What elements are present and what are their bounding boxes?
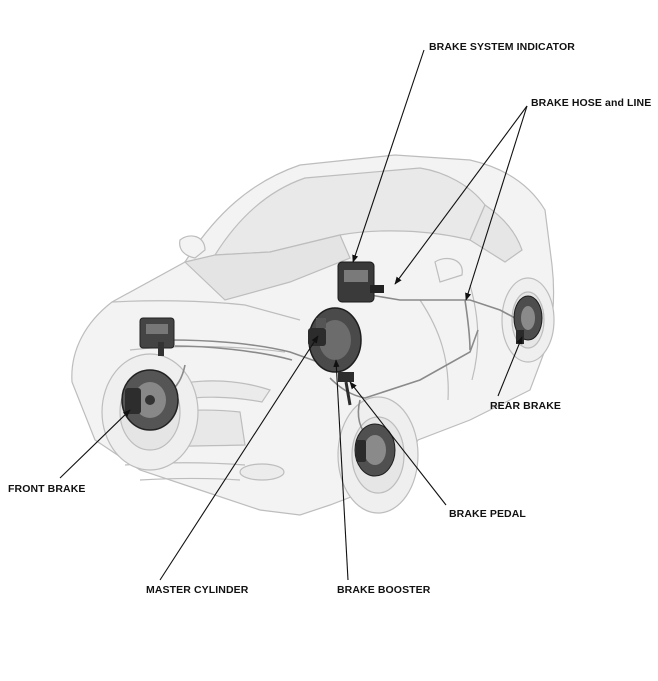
label-brake-pedal: BRAKE PEDAL xyxy=(449,508,526,520)
rear-brake-assembly xyxy=(513,295,543,344)
abs-modulator xyxy=(139,317,175,356)
leader-brake-hose-1 xyxy=(394,105,528,285)
leader-rear-brake xyxy=(497,336,523,397)
brake-pedal-assembly xyxy=(338,372,354,406)
leader-brake-hose-2 xyxy=(465,105,528,301)
leader-brake-pedal xyxy=(349,381,447,506)
leader-front-brake xyxy=(59,409,131,479)
leader-brake-booster xyxy=(333,359,349,581)
leader-master-cylinder xyxy=(159,335,319,581)
leader-lines xyxy=(59,49,528,581)
label-brake-system-indicator: BRAKE SYSTEM INDICATOR xyxy=(429,41,575,53)
front-right-brake-assembly xyxy=(354,423,396,477)
label-rear-brake: REAR BRAKE xyxy=(490,400,562,412)
label-front-brake: FRONT BRAKE xyxy=(8,483,86,495)
front-brake-assembly xyxy=(121,369,179,431)
leader-brake-system-indicator xyxy=(352,49,425,263)
label-master-cylinder: MASTER CYLINDER xyxy=(146,584,249,596)
label-brake-booster: BRAKE BOOSTER xyxy=(337,584,431,596)
label-brake-hose-and-line: BRAKE HOSE and LINE xyxy=(531,97,652,109)
